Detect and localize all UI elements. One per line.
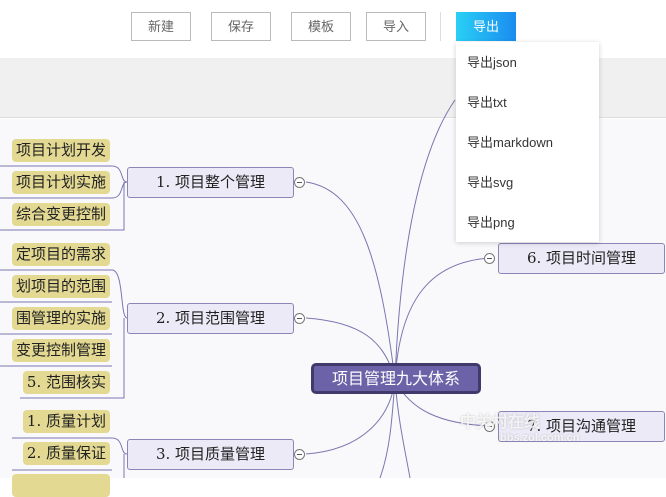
collapse-icon[interactable] — [484, 421, 495, 432]
template-button[interactable]: 模板 — [291, 12, 351, 41]
leaf-node[interactable]: 1. 质量计划 — [22, 410, 110, 433]
save-button[interactable]: 保存 — [211, 12, 271, 41]
export-txt-item[interactable]: 导出txt — [467, 95, 507, 110]
leaf-node[interactable]: 定项目的需求 — [11, 243, 110, 266]
topic-node[interactable]: 7. 项目沟通管理 — [498, 411, 665, 442]
topic-node[interactable]: 6. 项目时间管理 — [498, 243, 665, 274]
import-button[interactable]: 导入 — [366, 12, 426, 41]
new-button[interactable]: 新建 — [131, 12, 191, 41]
topic-node[interactable]: 3. 项目质量管理 — [127, 439, 294, 470]
mindmap-connectors — [0, 99, 491, 478]
leaf-node[interactable]: 围管理的实施 — [11, 307, 110, 330]
collapse-icon[interactable] — [484, 253, 495, 264]
toolbar: 新建 保存 模板 导入 导出 — [0, 0, 666, 58]
leaf-node[interactable]: 5. 范围核实 — [22, 371, 110, 394]
topic-node[interactable]: 2. 项目范围管理 — [127, 303, 294, 334]
collapse-icon[interactable] — [294, 313, 305, 324]
root-node[interactable]: 项目管理九大体系 — [311, 363, 481, 394]
export-dropdown: 导出json 导出txt 导出markdown 导出svg 导出png — [456, 42, 599, 242]
leaf-node[interactable]: 划项目的范围 — [11, 275, 110, 298]
leaf-node[interactable] — [12, 474, 110, 497]
leaf-node[interactable]: 项目计划开发 — [11, 139, 110, 162]
collapse-icon[interactable] — [294, 177, 305, 188]
export-json-item[interactable]: 导出json — [467, 55, 517, 70]
collapse-icon[interactable] — [294, 449, 305, 460]
leaf-node[interactable]: 项目计划实施 — [11, 171, 110, 194]
topic-node[interactable]: 1. 项目整个管理 — [127, 167, 294, 198]
export-png-item[interactable]: 导出png — [467, 215, 515, 230]
export-button[interactable]: 导出 — [456, 12, 516, 41]
leaf-node[interactable]: 2. 质量保证 — [22, 442, 110, 465]
export-markdown-item[interactable]: 导出markdown — [467, 135, 553, 150]
leaf-node[interactable]: 变更控制管理 — [11, 339, 110, 362]
leaf-node[interactable]: 综合变更控制 — [11, 203, 110, 226]
export-svg-item[interactable]: 导出svg — [467, 175, 514, 190]
toolbar-divider — [440, 12, 441, 41]
